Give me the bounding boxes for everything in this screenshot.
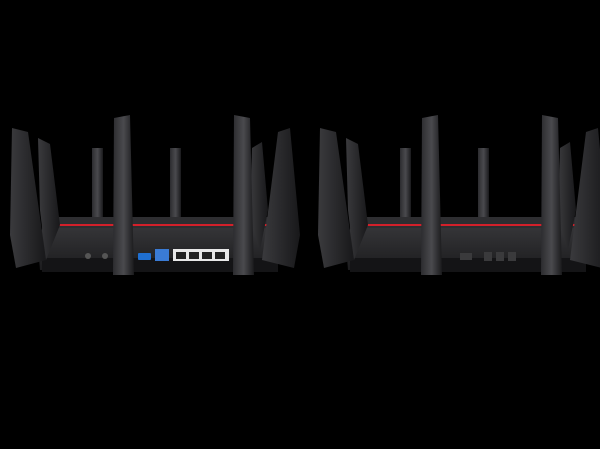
router-left [10,115,300,275]
lan-port-3 [202,252,212,259]
lan-port-4 [215,252,225,259]
power-button [102,253,108,259]
port [496,252,504,261]
lan-port-1 [176,252,186,259]
lan-port-2 [189,252,199,259]
port [460,253,472,260]
router-left-ports [85,249,229,261]
wan-port [155,249,169,261]
power-jack [85,253,91,259]
usb-port [138,253,151,260]
port [484,252,492,261]
router-right [318,115,600,275]
port [508,252,516,261]
router-right-ports [460,252,516,261]
